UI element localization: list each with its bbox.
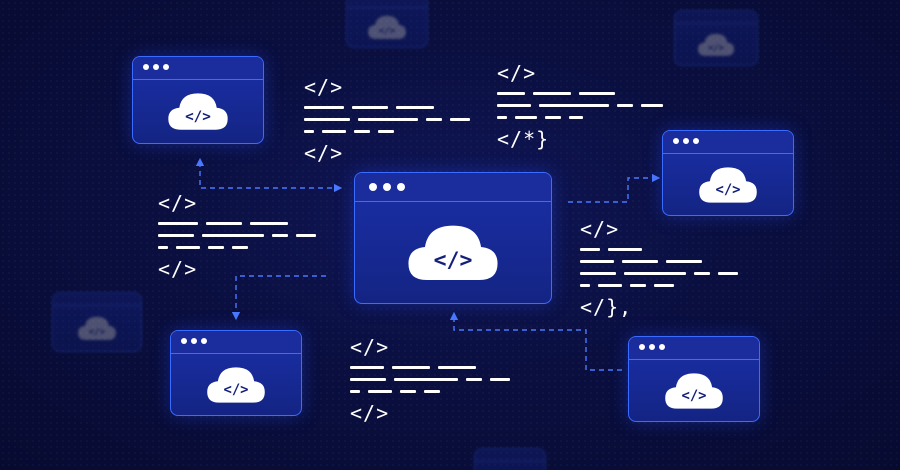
cloud-code-icon: </> — [408, 225, 498, 281]
code-close-tag: </*} — [497, 127, 550, 151]
cloud-code-icon: </> — [168, 93, 228, 130]
connector-topleft-to-center — [195, 157, 343, 193]
code-close-tag: </> — [158, 257, 198, 281]
window-center: </> — [354, 172, 552, 304]
code-open-tag: </> — [158, 191, 198, 215]
cloud-code-icon: </> — [368, 15, 406, 39]
three-dots-icon — [639, 344, 665, 350]
cloud-code-icon: </> — [207, 366, 265, 403]
code-open-tag: </> — [304, 75, 344, 99]
cloud-code-icon: </> — [665, 372, 723, 409]
window-bottom-left: </> — [170, 330, 302, 416]
code-close-tag: </> — [304, 141, 344, 165]
code-snippet-mid-right: </> </}, — [580, 218, 738, 318]
code-open-tag: </> — [497, 61, 537, 85]
window-titlebar — [133, 57, 263, 80]
background-window-left: </> — [52, 292, 142, 352]
cloud-code-icon: </> — [699, 166, 757, 203]
svg-text:</>: </> — [223, 382, 248, 398]
window-titlebar — [629, 337, 759, 360]
svg-text:</>: </> — [715, 182, 740, 198]
svg-text:</>: </> — [89, 327, 106, 337]
cloud-code-icon: </> — [78, 316, 116, 340]
background-window-top: </> — [346, 0, 428, 48]
cloud-code-icon: </> — [698, 33, 734, 56]
three-dots-icon — [143, 64, 169, 70]
code-snippet-top-right: </> </*} — [497, 62, 663, 150]
code-snippet-mid-left: </> </> — [158, 192, 316, 280]
window-top-right: </> — [662, 130, 794, 216]
code-close-tag: </> — [350, 401, 390, 425]
svg-text:</>: </> — [681, 388, 706, 404]
window-top-left: </> — [132, 56, 264, 144]
background-window-topright: </> — [674, 10, 758, 66]
code-open-tag: </> — [580, 217, 620, 241]
code-close-tag: </}, — [580, 295, 633, 319]
code-open-tag: </> — [350, 335, 390, 359]
window-titlebar — [355, 173, 551, 202]
window-titlebar — [663, 131, 793, 154]
svg-text:</>: </> — [434, 248, 473, 273]
connector-center-to-topright — [568, 173, 661, 203]
connector-center-to-bottomleft — [231, 275, 326, 321]
code-snippet-bottom-center: </> </> — [350, 336, 510, 424]
three-dots-icon — [369, 183, 405, 191]
code-snippet-top-left: </> </> — [304, 76, 470, 164]
svg-text:</>: </> — [708, 43, 724, 53]
svg-text:</>: </> — [185, 109, 211, 125]
background-window-bottom — [474, 448, 546, 470]
window-titlebar — [171, 331, 301, 354]
three-dots-icon — [673, 138, 699, 144]
window-bottom-right: </> — [628, 336, 760, 422]
three-dots-icon — [181, 338, 207, 344]
svg-text:</>: </> — [379, 26, 396, 36]
